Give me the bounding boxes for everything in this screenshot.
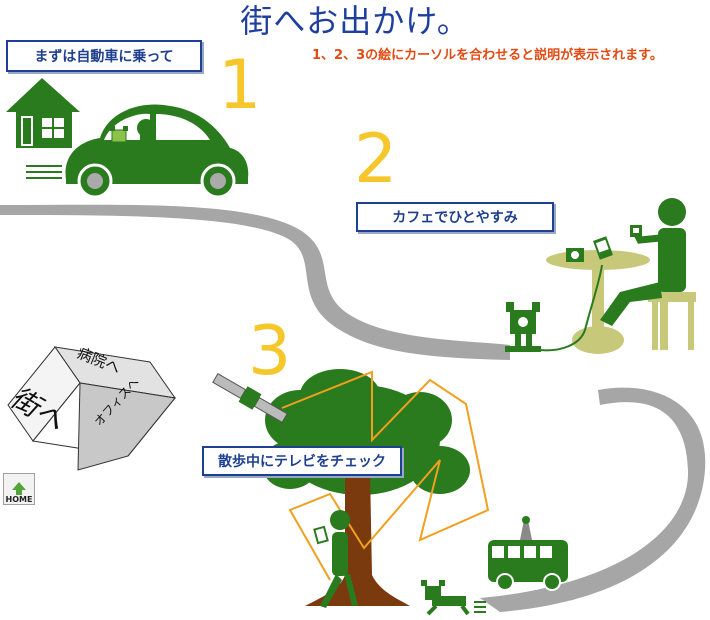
scene-2-caption: カフェでひとやすみ (356, 202, 554, 232)
scene-1-caption: まずは自動車に乗って (6, 40, 202, 72)
person-sitting-icon (600, 198, 686, 326)
robot-dog-icon (505, 302, 541, 352)
scene-3-caption-text: 散歩中にテレビをチェック (218, 454, 386, 470)
cafe-table-icon (539, 236, 650, 354)
robot-dog-icon (421, 580, 486, 616)
satellite-icon (212, 372, 288, 424)
person-walking-icon (313, 510, 358, 608)
home-arrow-stem (16, 490, 22, 495)
scene-2-caption-text: カフェでひとやすみ (392, 210, 518, 226)
scene-3-number[interactable]: 3 (248, 312, 292, 391)
signal-lines-icon (281, 370, 490, 581)
road-icon (0, 204, 706, 612)
scene-2-number[interactable]: 2 (354, 120, 398, 199)
house-icon (6, 78, 80, 179)
home-button[interactable]: HOME (3, 473, 35, 505)
scene-1-caption-text: まずは自動車に乗って (34, 49, 174, 65)
scene-1-number[interactable]: 1 (218, 46, 262, 125)
instruction-text: 1、2、3の絵にカーソルを合わせると説明が表示されます。 (312, 48, 663, 63)
home-button-label: HOME (5, 495, 33, 504)
chair-icon (648, 235, 696, 350)
page-title: 街へお出かけ。 (240, 2, 470, 40)
bus-icon (488, 516, 568, 591)
scene-3-caption: 散歩中にテレビをチェック (202, 446, 402, 476)
robot-dog-icon (110, 126, 128, 143)
home-arrow-icon (12, 482, 26, 490)
navigation-cube (7, 346, 177, 471)
